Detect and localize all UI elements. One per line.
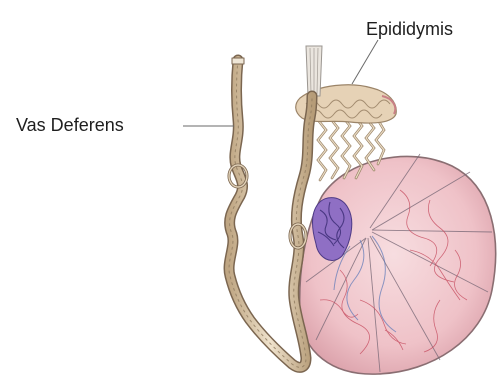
spermatic-cord (306, 46, 322, 96)
testis (300, 154, 496, 374)
epididymis-label: Epididymis (366, 20, 453, 38)
vas-deferens-label: Vas Deferens (16, 116, 124, 134)
epididymis-leader-line (352, 40, 378, 84)
